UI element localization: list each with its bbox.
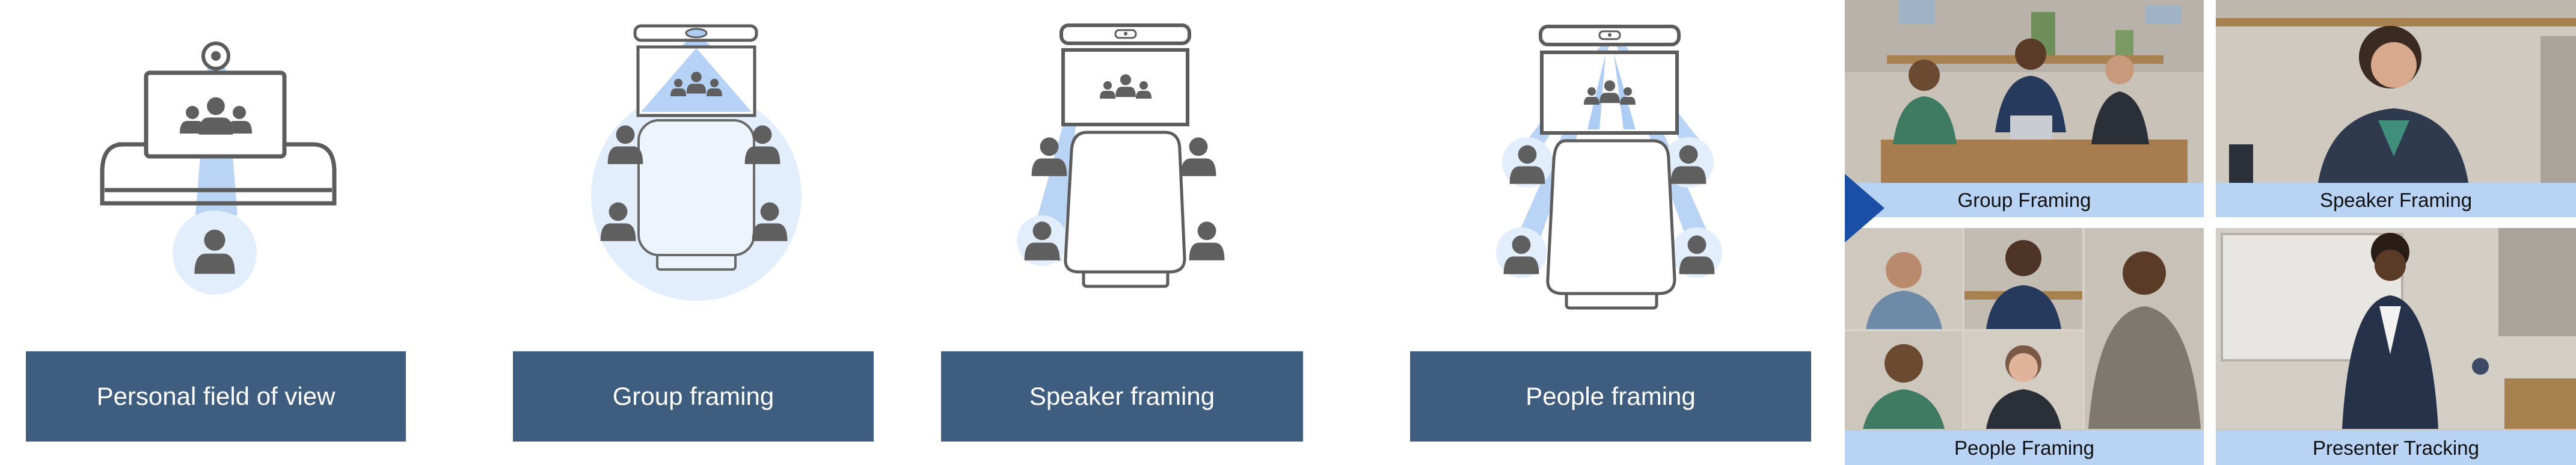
photo-caption: Presenter Tracking — [2216, 431, 2576, 465]
video-bar-icon — [633, 24, 758, 42]
photo-caption: Speaker Framing — [2216, 183, 2576, 217]
video-bar-icon — [1539, 25, 1681, 46]
caption-text: Group Framing — [1957, 188, 2091, 211]
group-framing-illustration — [591, 24, 802, 301]
speaker-framing-scene — [2216, 0, 2576, 183]
mode-label-personal: Personal field of view — [26, 351, 406, 442]
mode-label-speaker: Speaker framing — [941, 351, 1303, 442]
photo-speaker-framing: Speaker Framing — [2216, 0, 2576, 217]
photo-presenter-tracking: Presenter Tracking — [2216, 228, 2576, 465]
tile-2 — [1964, 228, 2082, 329]
presenter-tracking-scene — [2216, 228, 2576, 429]
camera-icon — [201, 42, 230, 73]
tile-1 — [1845, 228, 1962, 329]
conference-table — [1064, 131, 1186, 288]
mode-label-text: Personal field of view — [96, 382, 336, 410]
people-framing-illustration — [1496, 25, 1722, 310]
tile-5 — [1964, 331, 2082, 429]
photo-group-framing: Group Framing — [1845, 0, 2204, 217]
tile-3 — [2085, 228, 2204, 429]
mode-label-text: Group framing — [612, 382, 774, 410]
display-screen — [1540, 51, 1679, 135]
selection-pointer-icon — [1845, 174, 1884, 242]
photo-people-framing: People Framing — [1845, 228, 2204, 465]
caption-text: Presenter Tracking — [2313, 436, 2479, 459]
mode-label-text: Speaker framing — [1029, 382, 1215, 410]
display-screen — [1061, 48, 1189, 126]
video-bar-icon — [1060, 23, 1191, 45]
group-framing-scene — [1845, 0, 2204, 183]
mode-label-text: People framing — [1526, 382, 1696, 410]
caption-text: Speaker Framing — [2319, 188, 2473, 211]
conference-table — [1546, 139, 1676, 310]
tile-4 — [1845, 331, 1962, 429]
personal-fov-illustration — [100, 42, 337, 295]
photo-caption: People Framing — [1845, 431, 2204, 465]
people-framing-scene — [1845, 228, 2204, 429]
speaker-framing-illustration — [1017, 23, 1225, 288]
mode-label-group: Group framing — [513, 351, 874, 442]
conference-table — [637, 119, 755, 271]
photo-caption: Group Framing — [1845, 183, 2204, 217]
caption-text: People Framing — [1954, 436, 2094, 459]
mode-label-people: People framing — [1410, 351, 1811, 442]
